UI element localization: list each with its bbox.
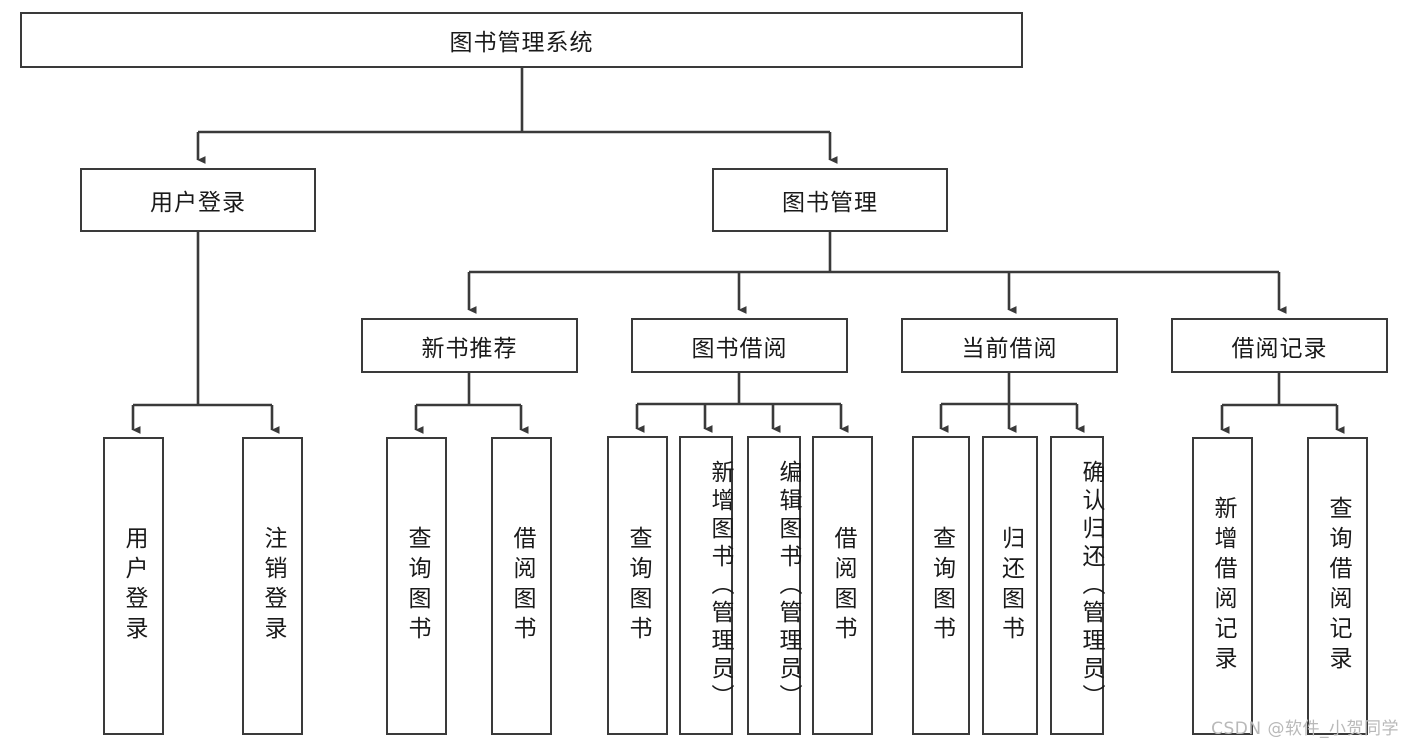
leaf-label: 查询图书 <box>928 525 955 646</box>
leaf-book-borrow-borrow[interactable]: 借阅图书 <box>812 436 873 735</box>
leaf-label: 借阅图书 <box>830 525 856 646</box>
node-book-management[interactable]: 图书管理 <box>712 168 948 232</box>
node-user-login-label: 用户登录 <box>150 190 246 216</box>
leaf-book-borrow-edit[interactable]: 编辑图书（管理员） <box>747 436 801 735</box>
leaf-label: 归还图书 <box>997 525 1024 646</box>
csdn-watermark: CSDN @软件_小贺同学 <box>1211 719 1399 739</box>
leaf-book-borrow-add[interactable]: 新增图书（管理员） <box>679 436 733 735</box>
node-book-borrow-label: 图书借阅 <box>691 335 788 362</box>
leaf-label: 编辑图书（管理员） <box>775 459 801 712</box>
node-user-login[interactable]: 用户登录 <box>80 168 316 232</box>
leaf-borrow-record-add[interactable]: 新增借阅记录 <box>1192 437 1253 735</box>
node-root-label: 图书管理系统 <box>449 30 594 56</box>
leaf-book-borrow-query[interactable]: 查询图书 <box>607 436 668 735</box>
node-root[interactable]: 图书管理系统 <box>20 12 1023 68</box>
node-new-book-recommend[interactable]: 新书推荐 <box>361 318 578 373</box>
leaf-label: 新增借阅记录 <box>1210 496 1236 676</box>
leaf-borrow-record-query[interactable]: 查询借阅记录 <box>1307 437 1368 735</box>
leaf-label: 查询借阅记录 <box>1325 496 1351 676</box>
node-new-book-recommend-label: 新书推荐 <box>421 335 518 362</box>
leaf-label: 注销登录 <box>260 526 286 646</box>
leaf-current-borrow-confirm-return[interactable]: 确认归还（管理员） <box>1050 436 1104 735</box>
node-borrow-record[interactable]: 借阅记录 <box>1171 318 1388 373</box>
leaf-user-login-logout[interactable]: 注销登录 <box>242 437 303 735</box>
leaf-label: 借阅图书 <box>509 526 535 646</box>
leaf-user-login-login[interactable]: 用户登录 <box>103 437 164 735</box>
node-current-borrow-label: 当前借阅 <box>961 335 1058 362</box>
leaf-label: 查询图书 <box>625 525 651 646</box>
leaf-label: 新增图书（管理员） <box>707 459 733 712</box>
leaf-current-borrow-return[interactable]: 归还图书 <box>982 436 1038 735</box>
leaf-new-book-borrow[interactable]: 借阅图书 <box>491 437 552 735</box>
leaf-label: 查询图书 <box>404 526 430 646</box>
node-book-management-label: 图书管理 <box>782 190 878 216</box>
node-borrow-record-label: 借阅记录 <box>1231 335 1328 362</box>
node-book-borrow[interactable]: 图书借阅 <box>631 318 848 373</box>
leaf-new-book-query[interactable]: 查询图书 <box>386 437 447 735</box>
leaf-current-borrow-query[interactable]: 查询图书 <box>912 436 970 735</box>
leaf-label: 用户登录 <box>121 526 147 646</box>
leaf-label: 确认归还（管理员） <box>1078 459 1104 712</box>
node-current-borrow[interactable]: 当前借阅 <box>901 318 1118 373</box>
